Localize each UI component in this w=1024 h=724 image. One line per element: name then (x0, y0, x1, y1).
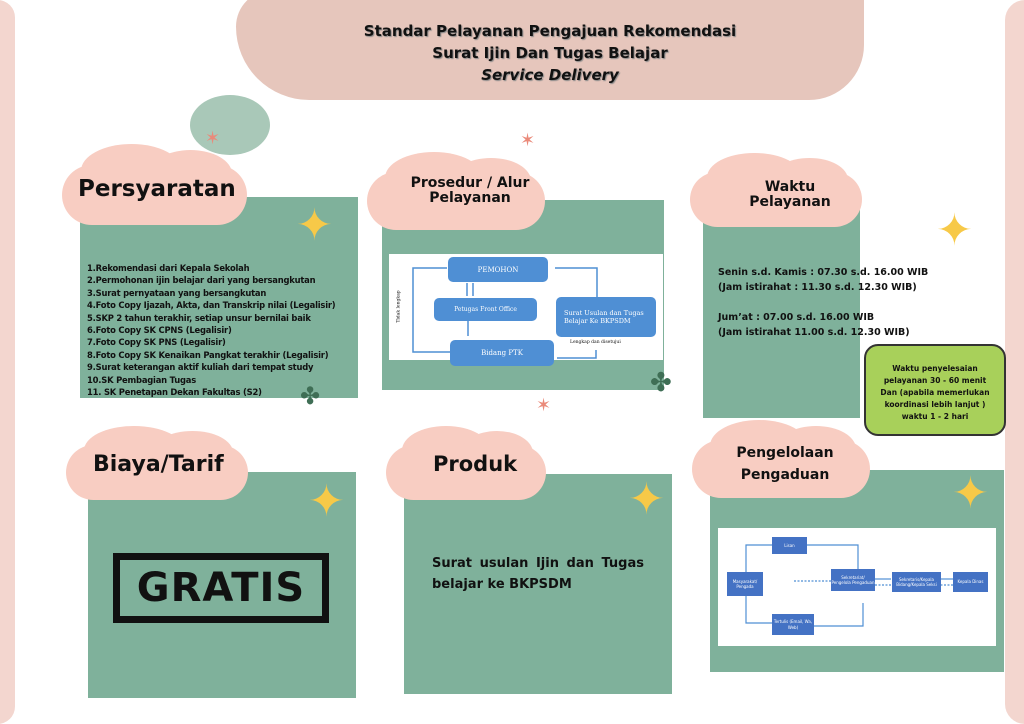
leaf-icon: ✤ (300, 382, 321, 410)
gratis-text: GRATIS (136, 565, 306, 611)
note-line: Dan (apabila memerlukan (880, 388, 990, 397)
prosedur-cloud (367, 151, 545, 230)
biaya-title: Biaya/Tarif (93, 452, 224, 477)
schedule-friday: Jum’at : 07.00 s.d. 16.00 WIB (718, 312, 875, 323)
star-icon: ✦ (936, 205, 973, 256)
prosedur-title: Prosedur / Alur Pelayanan (400, 175, 540, 207)
list-item: 9.Surat keterangan aktif kuliah dari tem… (87, 362, 314, 373)
star-icon: ✦ (952, 468, 989, 519)
persyaratan-cloud (62, 144, 247, 225)
sekretaris-box: Sekretaris/Kepala Bidang/Kepala Seksi (892, 572, 941, 592)
list-item: 2.Permohonan ijin belajar dari yang bers… (87, 275, 316, 286)
star-icon: ✦ (296, 200, 333, 251)
list-item: 8.Foto Copy SK Kenaikan Pangkat terakhir… (87, 349, 329, 360)
title-line2: Surat Ijin Dan Tugas Belajar (432, 44, 668, 62)
complaint-connectors (745, 544, 953, 627)
prosedur-flowchart: PEMOHON Petugas Front Office Bidang PTK … (389, 254, 663, 366)
lisan-box: Lisan (772, 537, 807, 554)
list-item: 7.Foto Copy SK PNS (Legalisir) (87, 337, 226, 348)
produk-panel (404, 474, 672, 694)
pengaduan-title-1: Pengelolaan (736, 445, 834, 461)
biaya-panel (88, 472, 356, 698)
list-item: 3.Surat pernyataan yang bersangkutan (87, 287, 267, 298)
bidang-ptk-box: Bidang PTK (450, 340, 554, 366)
note-line: waktu 1 - 2 hari (901, 412, 969, 421)
pengaduan-flowchart: Masyarakat/ Pengada Lisan Tertulis (Emai… (718, 528, 996, 646)
prosedur-title-1: Prosedur / Alur (410, 175, 530, 191)
prosedur-title-2: Pelayanan (429, 190, 511, 207)
pengaduan-cloud (692, 419, 870, 498)
completion-note: Waktu penyelesaian pelayanan 30 - 60 men… (864, 344, 1006, 436)
sparkle-icon: ✶ (205, 128, 221, 149)
gratis-badge: GRATIS (113, 553, 329, 623)
produk-text: Surat usulan Ijin dan Tugas belajar ke B… (432, 556, 644, 592)
persyaratan-panel (80, 197, 358, 398)
waktu-cloud (690, 152, 862, 227)
deco-circle (190, 95, 270, 155)
list-item: 4.Foto Copy Ijazah, Akta, dan Transkrip … (87, 300, 336, 311)
waktu-schedule: Senin s.d. Kamis : 07.30 s.d. 16.00 WIB … (718, 265, 928, 340)
deco-left-pink (0, 0, 15, 724)
list-item: 11. SK Penetapan Dekan Fakultas (S2) (87, 387, 262, 398)
sekretariat-box: Sekretariat/ Pengelola Pengaduan (831, 569, 875, 591)
kepala-dinas-box: Kepala Dinas (953, 572, 988, 592)
produk-cloud (386, 425, 546, 500)
title-line3: Service Delivery (481, 66, 619, 84)
schedule-weekdays: Senin s.d. Kamis : 07.30 s.d. 16.00 WIB (718, 267, 929, 278)
list-item: 1.Rekomendasi dari Kepala Sekolah (87, 263, 250, 273)
list-item: 10.SK Pembagian Tugas (87, 374, 197, 385)
masyarakat-box: Masyarakat/ Pengada (727, 572, 763, 596)
pemohon-box: PEMOHON (448, 257, 548, 282)
surat-usulan-box: Surat Usulan dan Tugas Belajar Ke BKPSDM (556, 297, 656, 337)
deco-right-pink (1005, 0, 1024, 724)
note-line: pelayanan 30 - 60 menit (883, 376, 987, 385)
sparkle-icon: ✶ (536, 395, 552, 416)
leaf-icon: ✤ (650, 368, 672, 398)
header-blob (236, 0, 864, 100)
note-line: koordinasi lebih lanjut ) (884, 400, 986, 409)
break-friday: (Jam istirahat 11.00 s.d. 12.30 WIB) (718, 327, 910, 338)
list-item: 6.Foto Copy SK CPNS (Legalisir) (87, 325, 232, 336)
page-title: Standar Pelayanan Pengajuan Rekomendasi … (300, 20, 800, 86)
persyaratan-list: 1.Rekomendasi dari Kepala Sekolah 2.Perm… (87, 262, 336, 398)
sparkle-icon: ✶ (520, 130, 536, 151)
biaya-cloud (66, 425, 248, 500)
list-item: 5.SKP 2 tahun terakhir, setiap unsur ber… (87, 312, 311, 323)
pengaduan-title: Pengelolaan Pengaduan (725, 442, 845, 486)
star-icon: ✦ (308, 476, 345, 527)
pengaduan-title-2: Pengaduan (740, 467, 830, 483)
note-line: Waktu penyelesaian (892, 364, 978, 373)
waktu-title-2: Pelayanan (749, 194, 831, 211)
title-line1: Standar Pelayanan Pengajuan Rekomendasi (363, 22, 737, 40)
tidak-lengkap-label: Tidak lengkap (396, 290, 402, 323)
break-weekdays: (Jam istirahat : 11.30 s.d. 12.30 WIB) (718, 282, 917, 293)
lengkap-label: Lengkap dan disetujui (570, 340, 621, 345)
flow-connectors (412, 267, 598, 359)
star-icon: ✦ (628, 474, 665, 525)
front-office-box: Petugas Front Office (434, 298, 537, 321)
waktu-title: Waktu Pelayanan (740, 179, 840, 211)
waktu-panel (703, 195, 860, 418)
persyaratan-title: Persyaratan (78, 176, 236, 202)
tertulis-box: Tertulis (Email, Wa, Web) (772, 614, 814, 635)
produk-title: Produk (433, 452, 518, 476)
waktu-title-1: Waktu (764, 179, 816, 195)
